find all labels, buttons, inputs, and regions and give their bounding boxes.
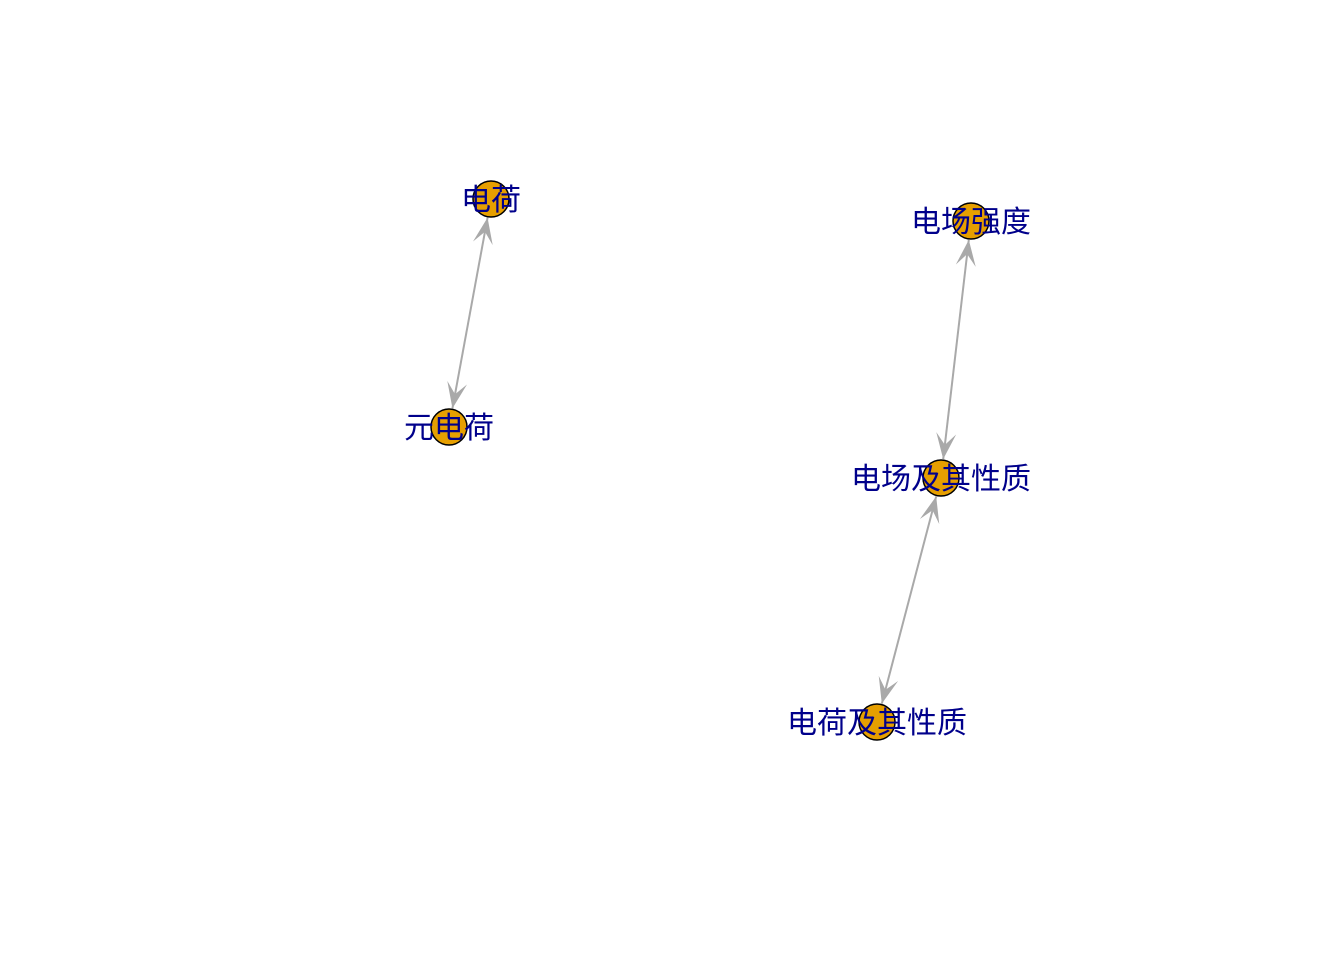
- arrowhead-to-dianchangjiqixingzhi-2: [919, 496, 940, 525]
- node-label-dianchangjiqixingzhi: 电场及其性质: [851, 462, 1031, 497]
- edges-layer: [447, 217, 976, 704]
- arrowhead-to-dianhejiqixingzhi-2: [878, 675, 899, 704]
- node-yuandianhe[interactable]: [430, 408, 468, 446]
- node-dianchangqiangdu[interactable]: [952, 202, 990, 240]
- arrowhead-to-dianchangjiqixingzhi-1: [936, 432, 957, 460]
- arrowhead-to-dianhe-0: [473, 217, 493, 246]
- edge-dianchangjiqixingzhi-dianhejiqixingzhi: [880, 496, 938, 704]
- edge-dianhe-yuandianhe: [451, 217, 489, 409]
- edge-dianchangqiangdu-dianchangjiqixingzhi: [942, 239, 970, 460]
- node-label-yuandianhe: 元电荷: [404, 411, 494, 446]
- node-label-dianhejiqixingzhi: 电荷及其性质: [787, 706, 967, 741]
- arrowhead-to-yuandianhe-0: [447, 380, 467, 409]
- node-label-dianhe: 电荷: [461, 183, 521, 218]
- node-dianchangjiqixingzhi[interactable]: [922, 459, 960, 497]
- arrowhead-to-dianchangqiangdu-1: [955, 239, 976, 267]
- node-dianhe[interactable]: [472, 180, 510, 218]
- node-dianhejiqixingzhi[interactable]: [858, 703, 896, 741]
- node-label-dianchangqiangdu: 电场强度: [911, 205, 1031, 240]
- nodes-layer: [430, 180, 990, 741]
